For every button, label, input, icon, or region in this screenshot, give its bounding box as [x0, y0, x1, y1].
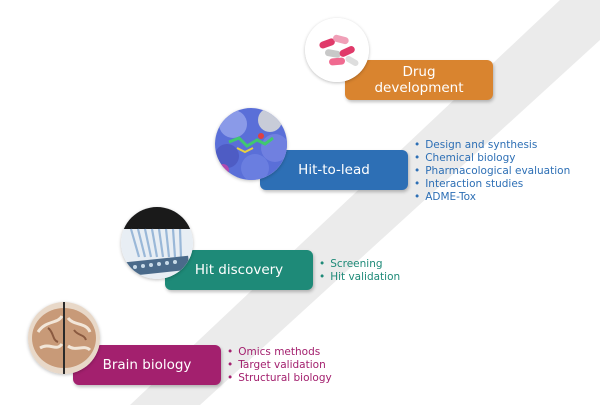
brain-biology-bullets: Omics methods Target validation Structur… — [227, 346, 332, 385]
brain-section-image — [28, 302, 100, 374]
stage-drug-label-line2: development — [374, 80, 464, 96]
multichannel-pipette-image — [121, 207, 193, 279]
bullet-item: Target validation — [227, 359, 332, 372]
bullet-item: Screening — [319, 258, 400, 271]
bullet-item: Omics methods — [227, 346, 332, 359]
hit-discovery-bullets: Screening Hit validation — [319, 258, 400, 284]
stage-hit-to-lead-label: Hit-to-lead — [298, 162, 370, 178]
bullet-item: ADME-Tox — [414, 191, 570, 204]
pills-image — [305, 18, 369, 82]
bullet-item: Chemical biology — [414, 152, 570, 165]
bullet-item: Hit validation — [319, 271, 400, 284]
protein-ligand-image — [215, 108, 287, 180]
bullet-item: Design and synthesis — [414, 139, 570, 152]
bullet-item: Interaction studies — [414, 178, 570, 191]
stage-drug-development: Drug development — [345, 60, 493, 100]
hit-to-lead-bullets: Design and synthesis Chemical biology Ph… — [414, 139, 570, 204]
stage-hit-discovery-label: Hit discovery — [194, 262, 284, 278]
bullet-item: Structural biology — [227, 372, 332, 385]
bullet-item: Pharmacological evaluation — [414, 165, 570, 178]
stage-brain-biology-label: Brain biology — [102, 357, 192, 373]
stage-brain-biology: Brain biology — [73, 345, 221, 385]
stage-drug-label-line1: Drug — [402, 64, 436, 80]
